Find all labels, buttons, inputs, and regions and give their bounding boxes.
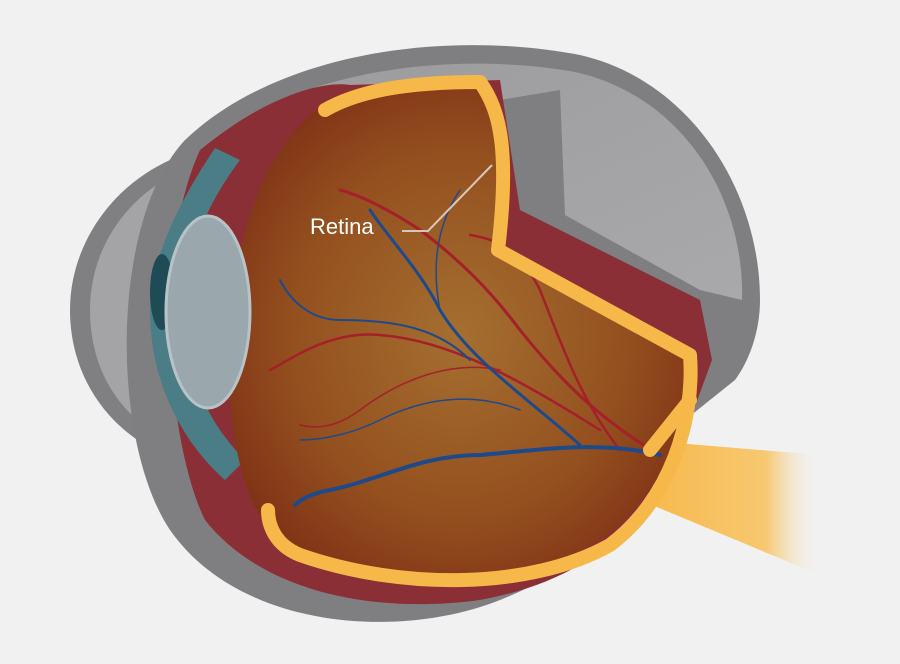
- artery: [299, 366, 501, 428]
- vein: [279, 279, 471, 361]
- vein: [368, 208, 582, 447]
- retina-to-nerve: [643, 393, 697, 457]
- retina-leader-line: [402, 164, 493, 232]
- iris: [150, 148, 245, 480]
- retina-layer: [261, 75, 698, 588]
- lens: [164, 214, 252, 410]
- optic-nerve: [640, 440, 820, 575]
- vein: [293, 445, 662, 507]
- vein: [299, 398, 521, 441]
- vein: [435, 189, 461, 311]
- artery: [268, 333, 602, 432]
- retina-label: Retina: [310, 214, 374, 239]
